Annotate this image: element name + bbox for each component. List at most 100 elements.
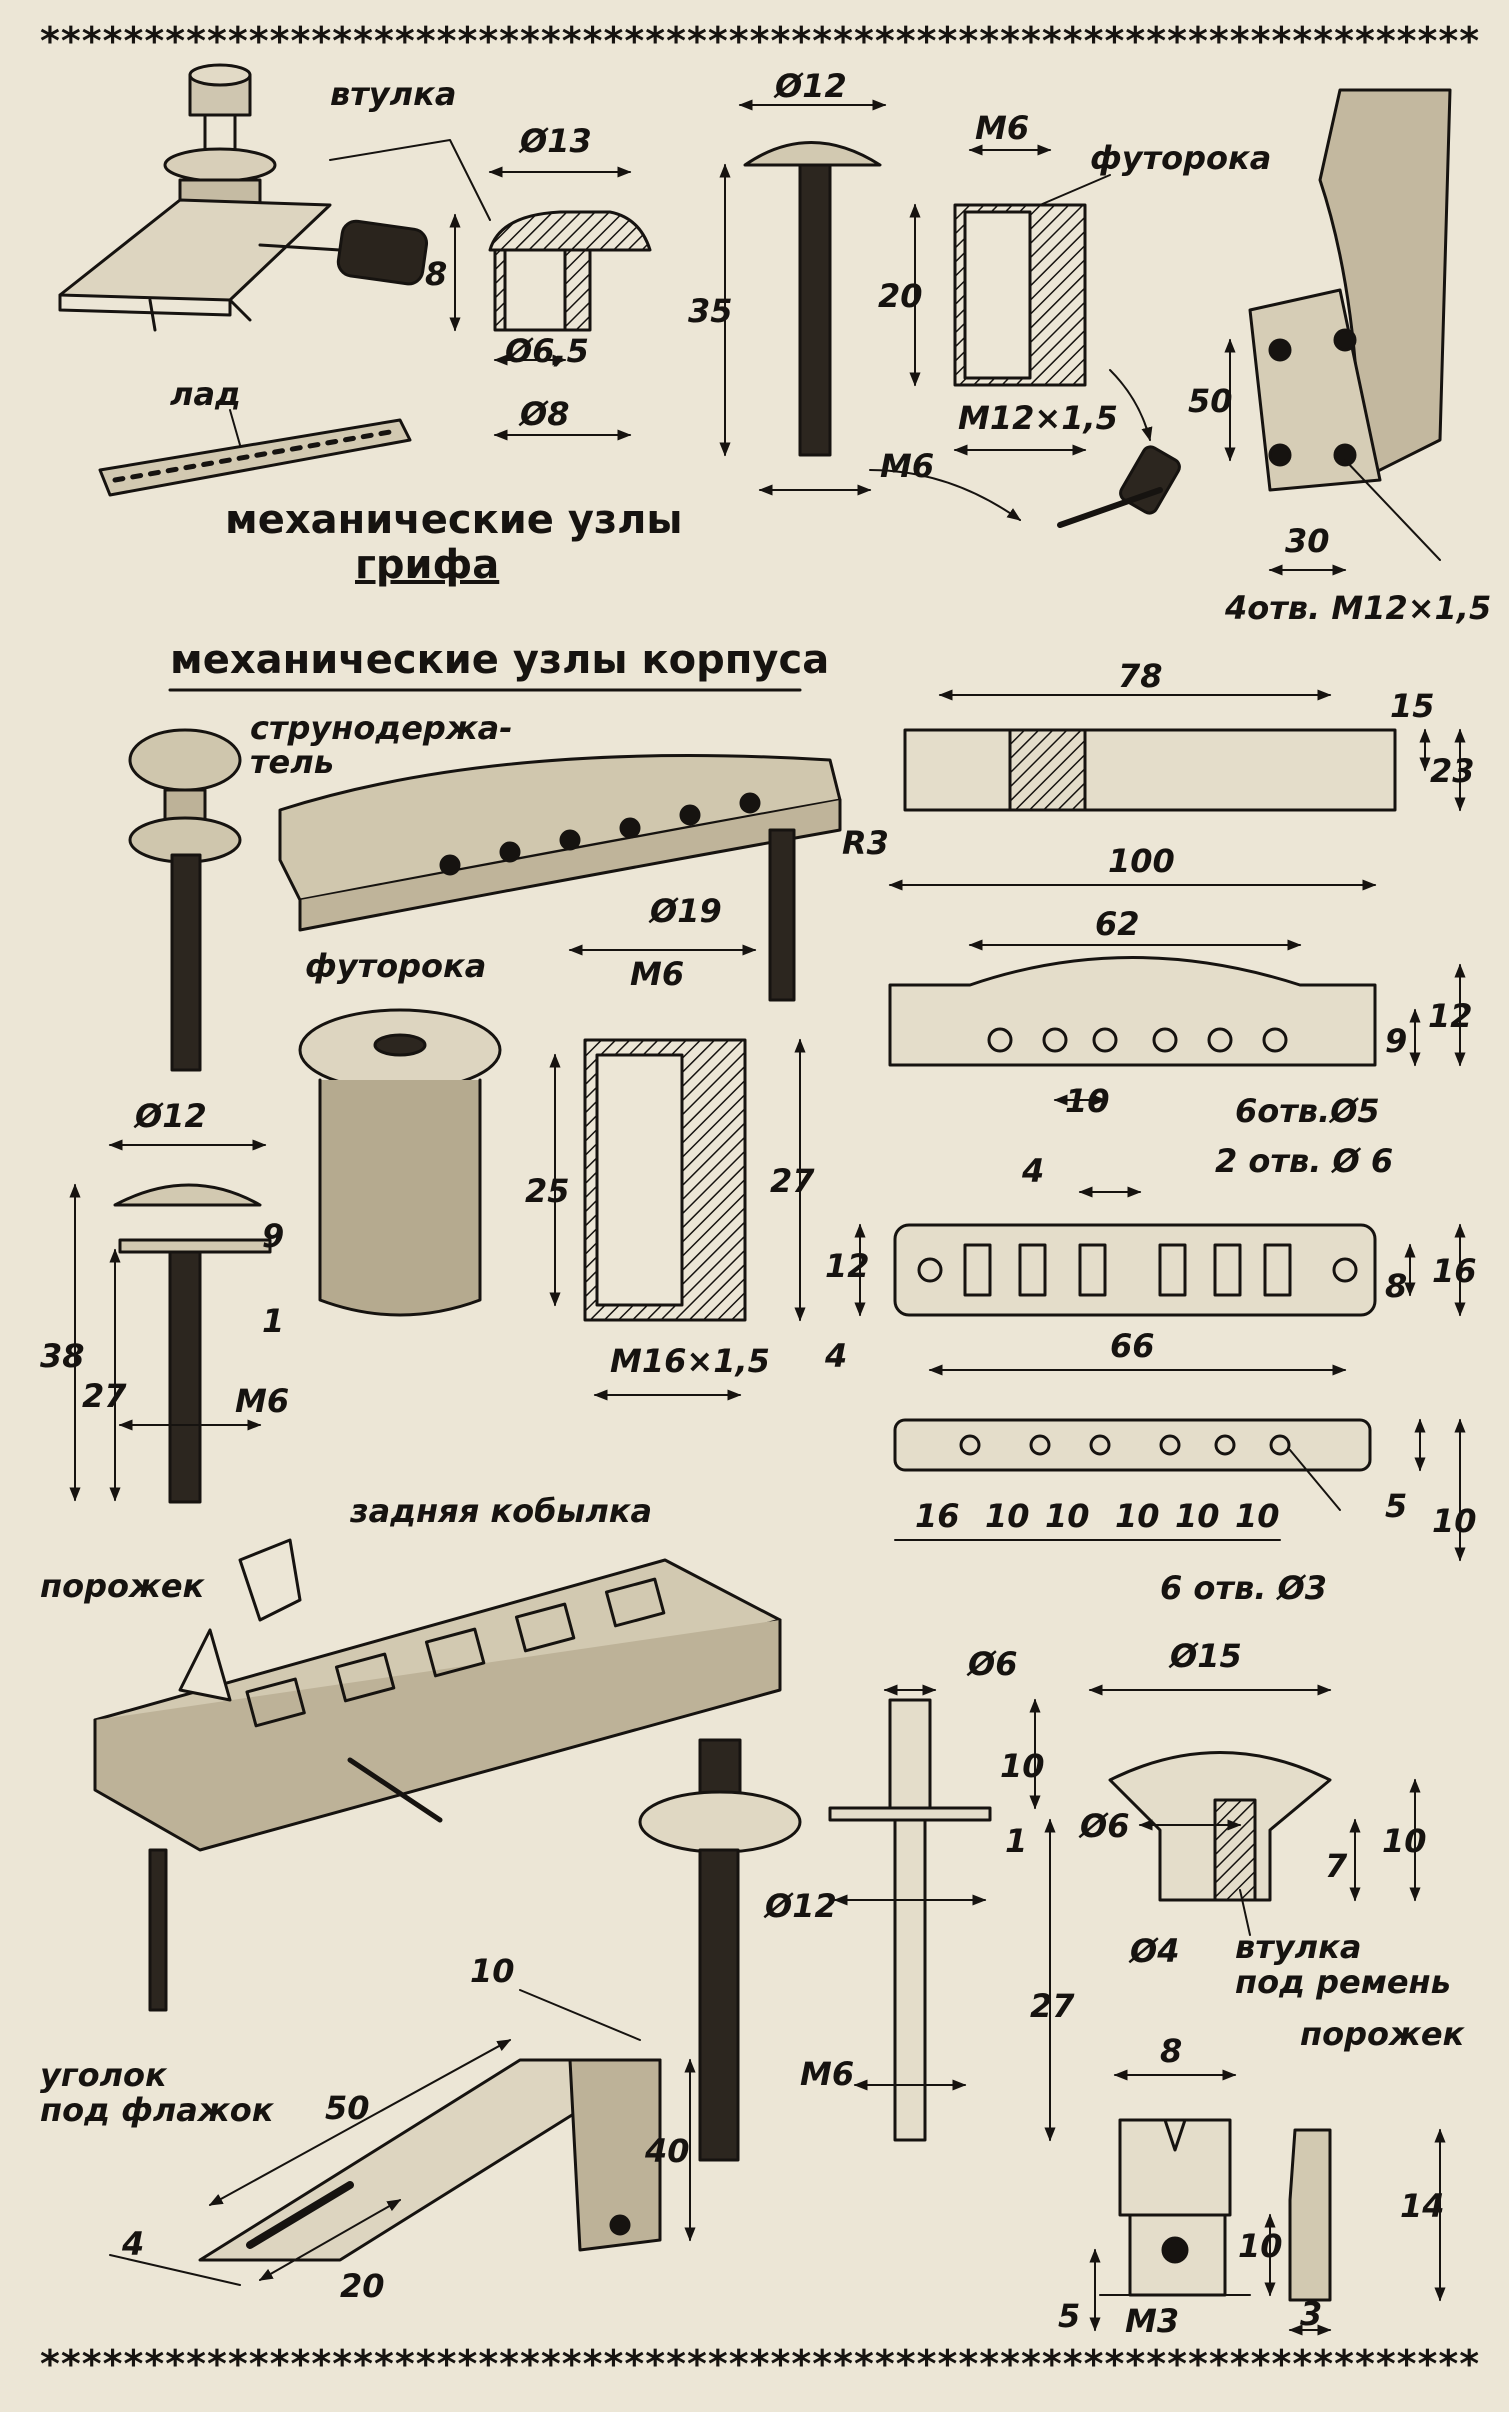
dim-p10c: 10 [1115, 1497, 1160, 1535]
dim-p10e: 10 [1235, 1497, 1280, 1535]
strap-bushing-section [1088, 1684, 1421, 1936]
label-fret: лад [170, 375, 241, 413]
dim-a40: 40 [645, 2132, 690, 2170]
headstock-sketch [1224, 88, 1452, 576]
angle-bracket-sketch [109, 1989, 696, 2286]
dim-n14: 14 [1400, 2187, 1445, 2225]
tailpiece-sketch [278, 754, 842, 1002]
dim-h20: 20 [878, 277, 923, 315]
dim-h10-bushing: 10 [1382, 1822, 1427, 1860]
dim-n8: 8 [1160, 2032, 1183, 2070]
dim-r3: R3 [842, 824, 889, 862]
dim-holes2x6: 2 отв. Ø 6 [1215, 1142, 1394, 1180]
tuner-sketch [58, 63, 429, 332]
dim-d12-screw: Ø12 [135, 1097, 207, 1135]
dim-w62: 62 [1095, 905, 1140, 943]
nut-parts [1089, 2069, 1446, 2336]
dim-m6-top: M6 [975, 109, 1030, 147]
label-strap-bushing: втулка под ремень [1235, 1928, 1451, 2002]
dim-p10a: 10 [985, 1497, 1030, 1535]
rear-bridge-sketch [93, 1538, 782, 2012]
dim-p10b: 10 [1045, 1497, 1090, 1535]
dim-h12: 12 [1428, 997, 1473, 1035]
dim-h27: 27 [770, 1162, 815, 1200]
dim-p16: 16 [915, 1497, 960, 1535]
label-tailpiece: струнодержа- тель [250, 709, 513, 781]
dim-w66: 66 [1110, 1327, 1155, 1365]
dim-w100: 100 [1108, 842, 1175, 880]
dim-s1: 1 [262, 1302, 285, 1340]
label-insert-neck: футорока [1090, 139, 1272, 177]
dim-holes-m12: 4отв. M12×1,5 [1225, 589, 1492, 627]
tailpiece-bolt-sketch [128, 728, 242, 1072]
dim-n10: 10 [1238, 2227, 1283, 2265]
dim-h25: 25 [525, 1172, 570, 1210]
bushing-section [329, 139, 652, 441]
dim-m3: M3 [1125, 2302, 1180, 2340]
screw-m6-sketch [719, 99, 887, 496]
dim-h16: 16 [1432, 1252, 1477, 1290]
dim-h12-plate: 12 [825, 1247, 870, 1285]
dim-h50: 50 [1188, 382, 1233, 420]
dim-d12-pin: Ø12 [765, 1887, 837, 1925]
dim-n3: 3 [1300, 2295, 1323, 2333]
dim-w30: 30 [1285, 522, 1330, 560]
dim-m6-screw: M6 [880, 447, 935, 485]
dim-h23: 23 [1430, 752, 1475, 790]
bridge-front [893, 1418, 1466, 1562]
dim-w78: 78 [1118, 657, 1163, 695]
insert-m12-section [869, 144, 1181, 528]
dim-h10-pin: 10 [1000, 1747, 1045, 1785]
bridge-base-plan [854, 1186, 1466, 1376]
dim-p4: 4 [1022, 1152, 1045, 1190]
dim-holes6x5: 6отв.Ø5 [1235, 1092, 1380, 1130]
dim-d15: Ø15 [1170, 1637, 1242, 1675]
dim-m6-screw: M6 [235, 1382, 290, 1420]
body-title: механические узлы корпуса [170, 637, 830, 683]
tailpiece-front [888, 879, 1466, 1106]
dim-d6: Ø6 [968, 1645, 1018, 1683]
neck-title-2: грифа [355, 542, 500, 588]
dim-holes6x3: 6 отв. Ø3 [1160, 1569, 1327, 1607]
dim-m12: M12×1,5 [958, 399, 1118, 437]
dim-d13: Ø13 [520, 122, 592, 160]
dim-a4: 4 [122, 2225, 145, 2263]
dim-h8: 8 [425, 255, 448, 293]
dim-h10: 10 [1432, 1502, 1477, 1540]
dim-h15: 15 [1390, 687, 1435, 725]
dim-l35: 35 [688, 292, 733, 330]
dim-d12-screw: Ø12 [775, 67, 847, 105]
fret-sketch [98, 409, 412, 497]
dim-h7: 7 [1325, 1847, 1348, 1885]
dim-m6-insert: M6 [630, 955, 685, 993]
bottom-star-border: ****************************************… [40, 2345, 1480, 2383]
dim-h5: 5 [1385, 1487, 1408, 1525]
dim-s1-pin: 1 [1005, 1822, 1028, 1860]
insert-m16-sketch [298, 944, 806, 1401]
label-nut-left: порожек [40, 1567, 205, 1605]
knob-pin-sketch [638, 1738, 802, 2162]
dim-p10: 10 [1065, 1082, 1110, 1120]
dim-l27: 27 [82, 1377, 127, 1415]
label-bushing: втулка [330, 75, 457, 113]
dim-h8-plate: 8 [1385, 1267, 1408, 1305]
dim-a20: 20 [340, 2267, 385, 2305]
dim-m6-pin: M6 [800, 2055, 855, 2093]
dim-s4: 4 [825, 1337, 848, 1375]
dim-p10d: 10 [1175, 1497, 1220, 1535]
dim-h9: 9 [1385, 1022, 1408, 1060]
screw-d12-sketch [69, 1139, 272, 1504]
dim-d65: Ø6,5 [505, 332, 589, 370]
label-nut-right: порожек [1300, 2015, 1465, 2053]
dim-a50: 50 [325, 2089, 370, 2127]
neck-title: механические узлы [225, 497, 683, 543]
label-rear-bridge: задняя кобылка [350, 1492, 653, 1530]
dim-m16: M16×1,5 [610, 1342, 770, 1380]
dim-d19: Ø19 [650, 892, 722, 930]
dim-d8: Ø8 [520, 395, 570, 433]
pin-dim-drawing [828, 1684, 1056, 2142]
dim-a10: 10 [470, 1952, 515, 1990]
dim-s9: 9 [262, 1217, 285, 1255]
